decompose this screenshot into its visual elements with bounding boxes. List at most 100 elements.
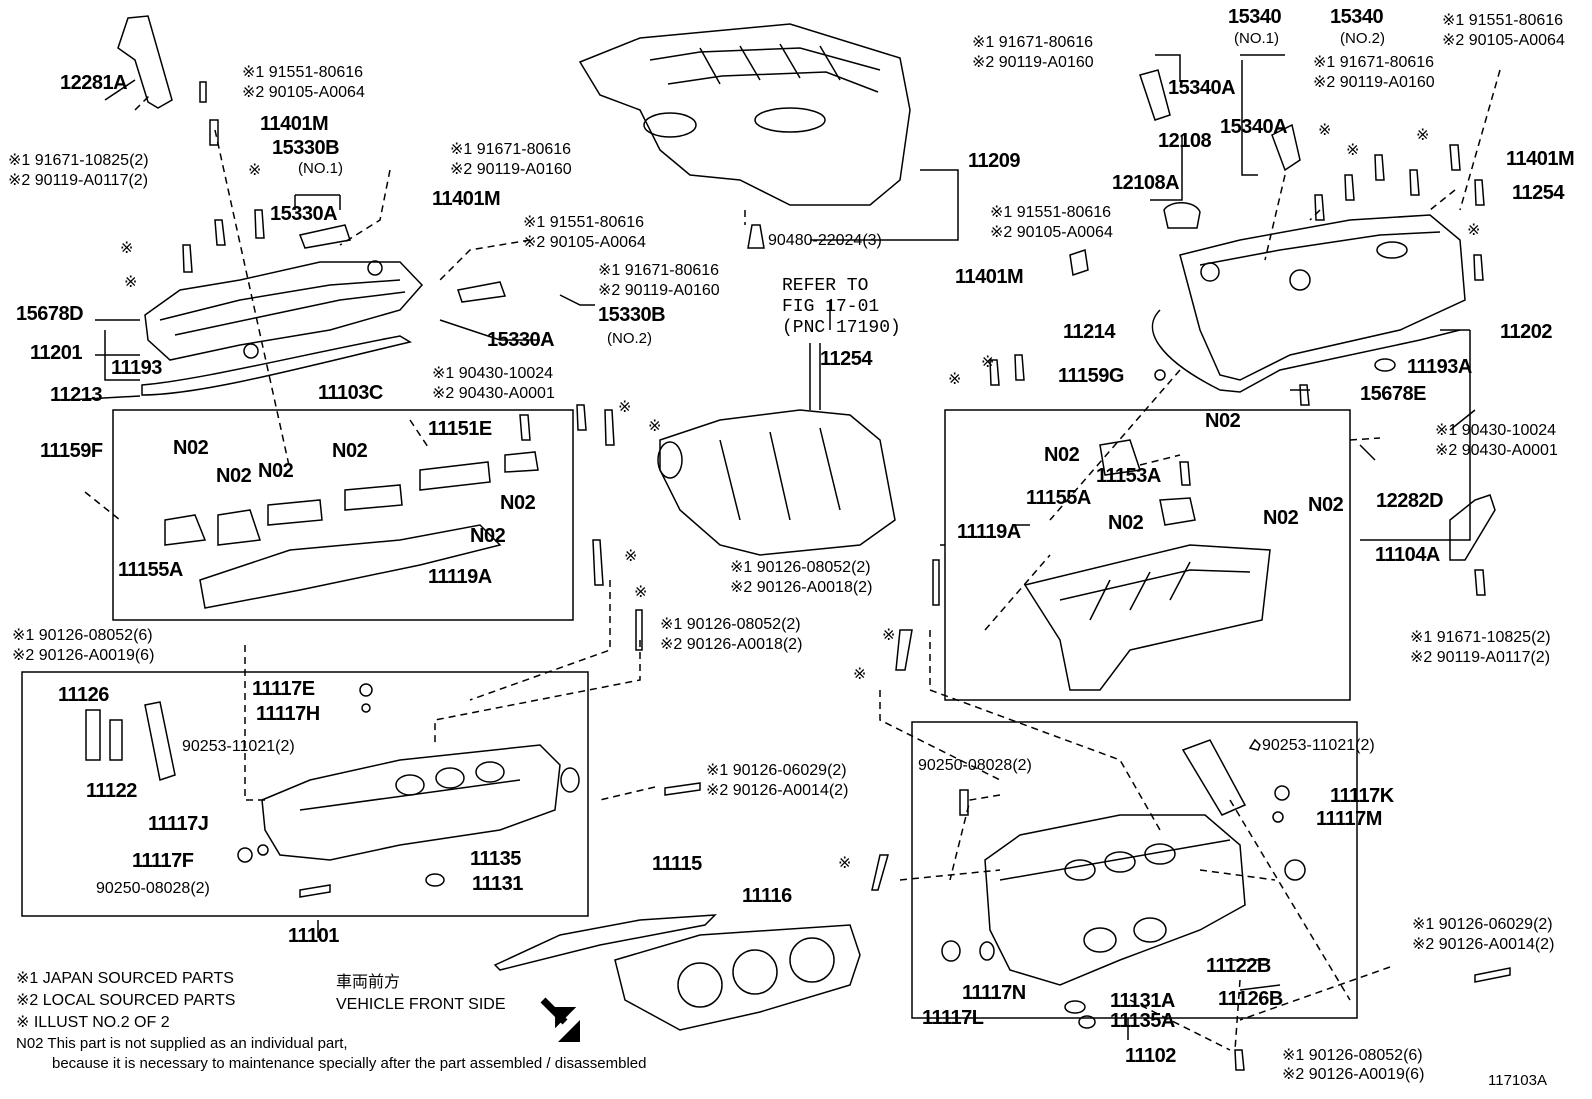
- part-number-label: 11117L: [922, 1007, 984, 1029]
- bracket-12281a: [117, 15, 173, 109]
- part-number-label: 11135: [470, 848, 521, 870]
- part-number-label: 11209: [968, 150, 1021, 172]
- part-note-label: ※2 90119-A0160: [1313, 74, 1435, 91]
- right-camshaft-housing: [1023, 439, 1271, 691]
- part-note-label: ※1 90430-10024: [432, 365, 554, 382]
- plug-cap: [1284, 859, 1306, 881]
- part-number-label: 11117E: [252, 678, 315, 700]
- part-number-label: 11201: [30, 342, 83, 364]
- tube-11126b: [1181, 739, 1247, 816]
- vehicle-front-label: 車両前方 VEHICLE FRONT SIDE: [336, 972, 506, 1016]
- part-number-label: 11117J: [148, 813, 209, 835]
- part-note-label: ※1 90126-08052(6): [1282, 1047, 1423, 1064]
- part-number-label: 15340A: [1220, 116, 1288, 138]
- part-number-label: 11193: [111, 357, 162, 379]
- group-box-11101: [21, 671, 589, 917]
- refer-line-2: FIG 17-01: [782, 297, 880, 317]
- part-subtitle-label: (NO.1): [1234, 30, 1279, 47]
- part-note-label: ※: [248, 162, 262, 179]
- vehicle-front-en: VEHICLE FRONT SIDE: [336, 996, 506, 1013]
- part-note-label: ※1 91671-80616: [598, 262, 720, 279]
- part-subtitle-label: (NO.1): [298, 160, 343, 177]
- small-parts: [237, 369, 1290, 1029]
- guide-11122: [109, 719, 123, 761]
- part-note-label: ※1 90126-08052(6): [12, 627, 153, 644]
- part-note-label: ※1 91551-80616: [242, 64, 364, 81]
- part-number-label: N02: [332, 440, 368, 462]
- part-number-label: 11401M: [260, 113, 329, 135]
- leader-11213: [67, 395, 141, 401]
- part-note-label: ※2 90126-A0018(2): [660, 636, 803, 653]
- part-note-label: ※: [624, 548, 638, 565]
- guide-11126: [85, 709, 101, 761]
- part-note-label: ※2 90105-A0064: [1442, 32, 1565, 49]
- part-note-label: ※: [124, 274, 138, 291]
- left-camshaft-caps: [164, 451, 539, 609]
- part-number-label: 11117F: [132, 850, 194, 872]
- part-number-label: 15330B: [272, 137, 340, 159]
- part-note-label: ※1 90126-08052(2): [660, 616, 801, 633]
- part-note-label: ※: [618, 399, 632, 416]
- part-number-label: N02: [1308, 494, 1344, 516]
- part-number-label: 11122B: [1206, 955, 1271, 977]
- part-number-label: 11117N: [962, 982, 1026, 1004]
- part-number-label: N02: [1205, 410, 1241, 432]
- part-note-label: ※: [1467, 222, 1481, 239]
- part-note-label: ※2 90119-A0160: [598, 282, 720, 299]
- part-note-label: ※: [948, 371, 962, 388]
- part-note-label: ※: [1416, 127, 1430, 144]
- part-note-label: ※2 90430-A0001: [432, 385, 555, 402]
- ocv-15340a-no1: [1139, 69, 1171, 121]
- part-number-label: N02: [216, 465, 252, 487]
- ocv-15340a-no2: [1271, 123, 1301, 172]
- part-note-label: ※: [981, 354, 995, 371]
- part-number-label: 12282D: [1376, 490, 1444, 512]
- part-note-label: ※1 90126-08052(2): [730, 559, 871, 576]
- left-cylinder-head: [261, 744, 580, 861]
- gasket-11115: [493, 914, 717, 971]
- left-cylinder-head-cover: [144, 260, 424, 361]
- part-note-label: ※2 90126-A0018(2): [730, 579, 873, 596]
- part-note-label: ※1 91551-80616: [990, 204, 1112, 221]
- group-box-11104a: [944, 409, 1351, 701]
- part-note-label: ※2 90119-A0117(2): [1410, 649, 1551, 666]
- part-number-label: 11151E: [428, 418, 492, 440]
- part-number-label: 15678E: [1360, 383, 1426, 405]
- part-number-label: 11159F: [40, 440, 103, 462]
- part-number-label: 12281A: [60, 72, 128, 94]
- part-number-label: 11104A: [1375, 544, 1440, 566]
- part-number-label: 15330A: [487, 329, 555, 351]
- part-number-label: 12108A: [1112, 172, 1180, 194]
- part-note-label: ※2 90126-A0014(2): [706, 782, 849, 799]
- part-note-label: ※2 90430-A0001: [1435, 442, 1558, 459]
- vehicle-front-jp: 車両前方: [336, 974, 401, 991]
- part-number-label: 12108: [1158, 130, 1212, 152]
- leader-15330b: [294, 194, 341, 210]
- legend-n02-cont: because it is necessary to maintenance s…: [52, 1055, 647, 1072]
- part-number-label: 11153A: [1096, 465, 1161, 487]
- part-number-label: 11117K: [1330, 785, 1394, 807]
- part-number-label: N02: [1044, 444, 1080, 466]
- part-number-label: N02: [173, 437, 209, 459]
- head-gasket-11116: [614, 924, 861, 1031]
- leader-15340: [1155, 54, 1285, 82]
- part-number-label: 11101: [288, 925, 339, 947]
- part-number-label: 11254: [1512, 182, 1565, 204]
- part-number-label: 11213: [50, 384, 103, 406]
- legend-japan: ※1 JAPAN SOURCED PARTS: [16, 970, 234, 987]
- part-note-label: ※2 90126-A0014(2): [1412, 936, 1555, 953]
- part-note-label: ※2 90105-A0064: [990, 224, 1113, 241]
- part-number-label: 11159G: [1058, 365, 1124, 387]
- part-number-label: N02: [470, 525, 506, 547]
- part-note-label: ※2 90119-A0117(2): [8, 172, 149, 189]
- part-note-label: 90253-11021(2): [1262, 737, 1375, 754]
- part-note-label: ※1 91671-80616: [972, 34, 1094, 51]
- group-box-11102: [911, 721, 1358, 1019]
- part-number-label: 11135A: [1110, 1010, 1175, 1032]
- part-number-label: 11117H: [256, 703, 320, 725]
- part-note-label: ※1 91671-80616: [1313, 54, 1435, 71]
- tube-11126: [144, 701, 176, 781]
- part-number-label: 11214: [1063, 321, 1116, 343]
- leader-lines: [95, 79, 1476, 1040]
